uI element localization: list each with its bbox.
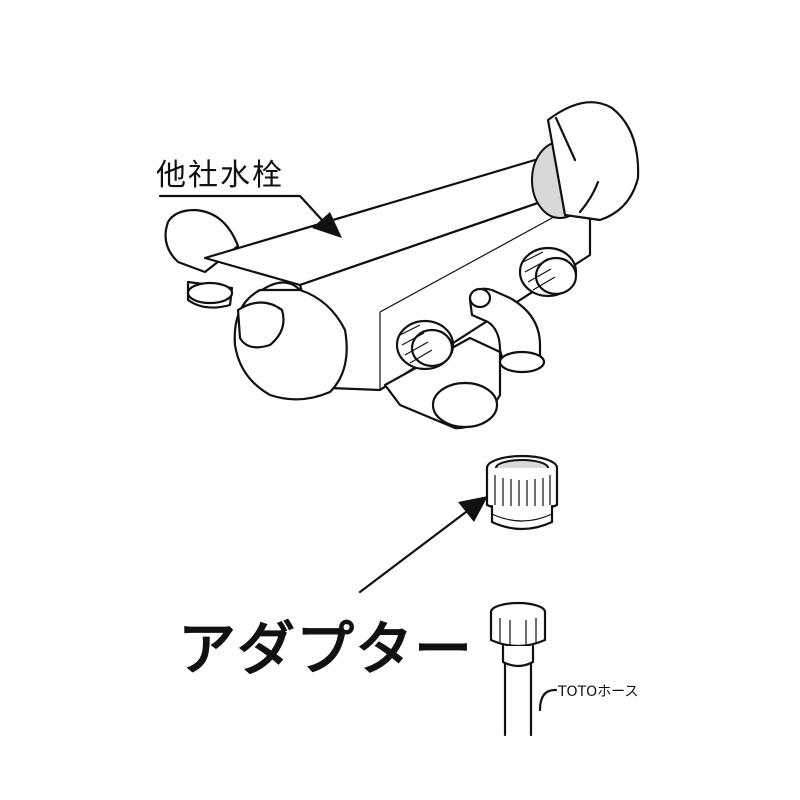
right-handle <box>531 101 640 222</box>
toto-hose-label: TOTOホース <box>558 684 639 700</box>
elbow-pipe <box>468 287 546 374</box>
faucet-body <box>164 158 592 430</box>
adapter-label: アダプター <box>178 615 474 683</box>
faucet-inlet-right <box>518 246 578 298</box>
hose-leader-line <box>538 688 558 712</box>
other-faucet-label: 他社水栓 <box>156 158 284 193</box>
adapter-illustration <box>485 454 559 531</box>
toto-hose-illustration <box>489 601 547 737</box>
left-handle <box>233 281 348 401</box>
faucet-inlet-left <box>395 319 455 371</box>
arrow-adapter <box>358 496 488 594</box>
arrow-faucet <box>158 194 342 238</box>
